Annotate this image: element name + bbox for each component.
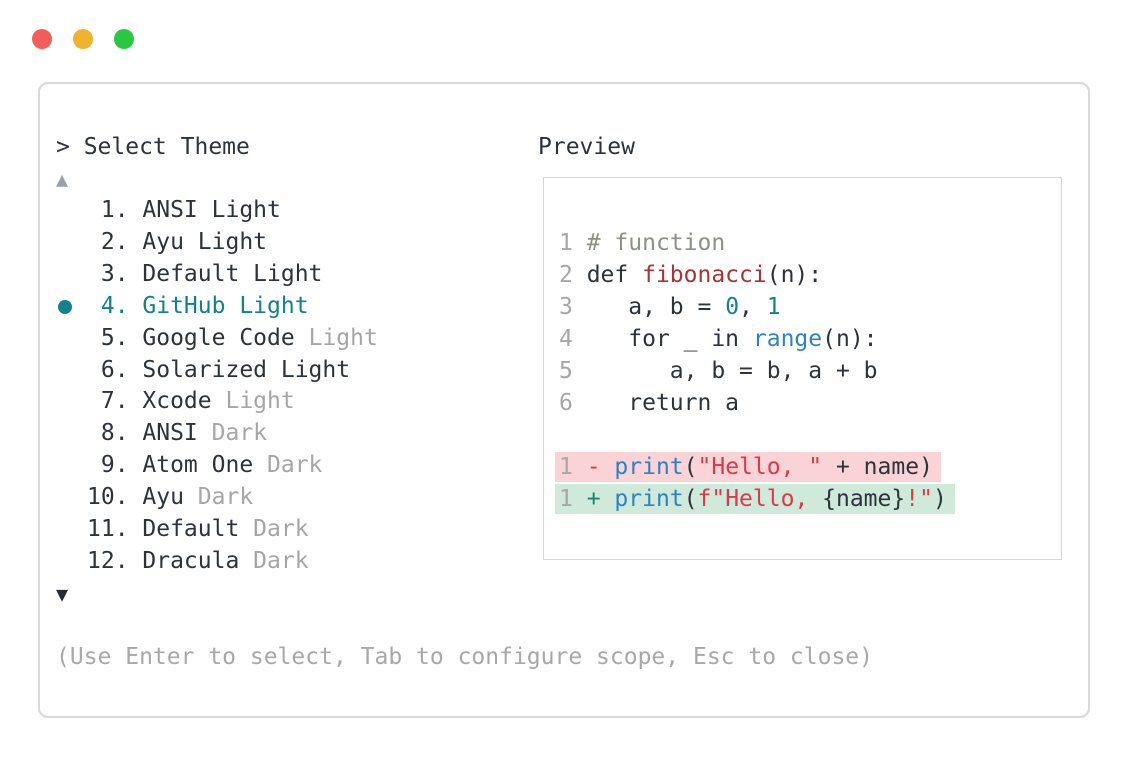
code-line: 6 return a xyxy=(559,390,740,416)
theme-variant-muted: Dark xyxy=(211,420,268,447)
scroll-up-icon[interactable]: ▲ xyxy=(56,167,69,191)
theme-item-dracula[interactable]: 12. Dracula Dark xyxy=(87,547,309,574)
window-traffic-lights xyxy=(32,29,134,49)
minimize-button[interactable] xyxy=(73,29,93,49)
code-line xyxy=(559,419,1061,451)
zoom-button[interactable] xyxy=(114,29,134,49)
preview-pane: 1 # function 2 def fibonacci(n): 3 a, b = … xyxy=(543,177,1062,560)
close-button[interactable] xyxy=(32,29,52,49)
theme-item-solarized-light[interactable]: 6. Solarized Light xyxy=(87,356,351,383)
footer-hint: (Use Enter to select, Tab to configure s… xyxy=(56,644,873,670)
theme-item-ayu-light[interactable]: 2. Ayu Light xyxy=(87,228,268,255)
theme-variant-muted: Light xyxy=(225,388,295,415)
theme-list: 1. ANSI Light 2. Ayu Light 3. Default Li… xyxy=(58,195,378,578)
code-line: 3 a, b = 0, 1 xyxy=(559,294,781,320)
theme-item-atom-one[interactable]: 9. Atom One Dark xyxy=(87,452,323,479)
theme-variant-muted: Light xyxy=(308,324,378,351)
prompt-select-theme: > Select Theme xyxy=(56,134,250,160)
theme-item-github-light[interactable]: 4. GitHub Light xyxy=(58,291,378,323)
theme-variant-muted: Dark xyxy=(267,452,323,479)
theme-item-xcode[interactable]: 7. Xcode Light xyxy=(87,388,295,415)
diff-line-added: 1 + print(f"Hello, {name}!") xyxy=(555,483,1061,515)
theme-item-google-code[interactable]: 5. Google Code Light xyxy=(87,324,378,351)
selected-bullet-icon xyxy=(58,299,72,314)
theme-variant-muted: Dark xyxy=(197,484,254,511)
code-line: 5 a, b = b, a + b xyxy=(559,358,878,384)
code-line: 2 def fibonacci(n): xyxy=(559,262,823,288)
theme-picker-dialog: > Select Theme ▲ 1. ANSI Light 2. Ayu Li… xyxy=(38,82,1090,718)
theme-variant-muted: Dark xyxy=(253,547,309,574)
theme-variant-muted: Dark xyxy=(253,516,309,543)
scroll-down-icon[interactable]: ▼ xyxy=(56,582,69,606)
theme-item-ansi[interactable]: 8. ANSI Dark xyxy=(87,420,268,447)
preview-label: Preview xyxy=(538,134,635,160)
code-line: 1 # function xyxy=(559,230,726,256)
theme-item-ayu[interactable]: 10. Ayu Dark xyxy=(87,484,254,511)
theme-item-default-light[interactable]: 3. Default Light xyxy=(87,260,323,287)
code-line: 4 for _ in range(n): xyxy=(559,326,878,352)
theme-item-default[interactable]: 11. Default Dark xyxy=(87,516,309,543)
theme-item-ansi-light[interactable]: 1. ANSI Light xyxy=(87,197,281,223)
diff-line-removed: 1 - print("Hello, " + name) xyxy=(555,451,1061,483)
